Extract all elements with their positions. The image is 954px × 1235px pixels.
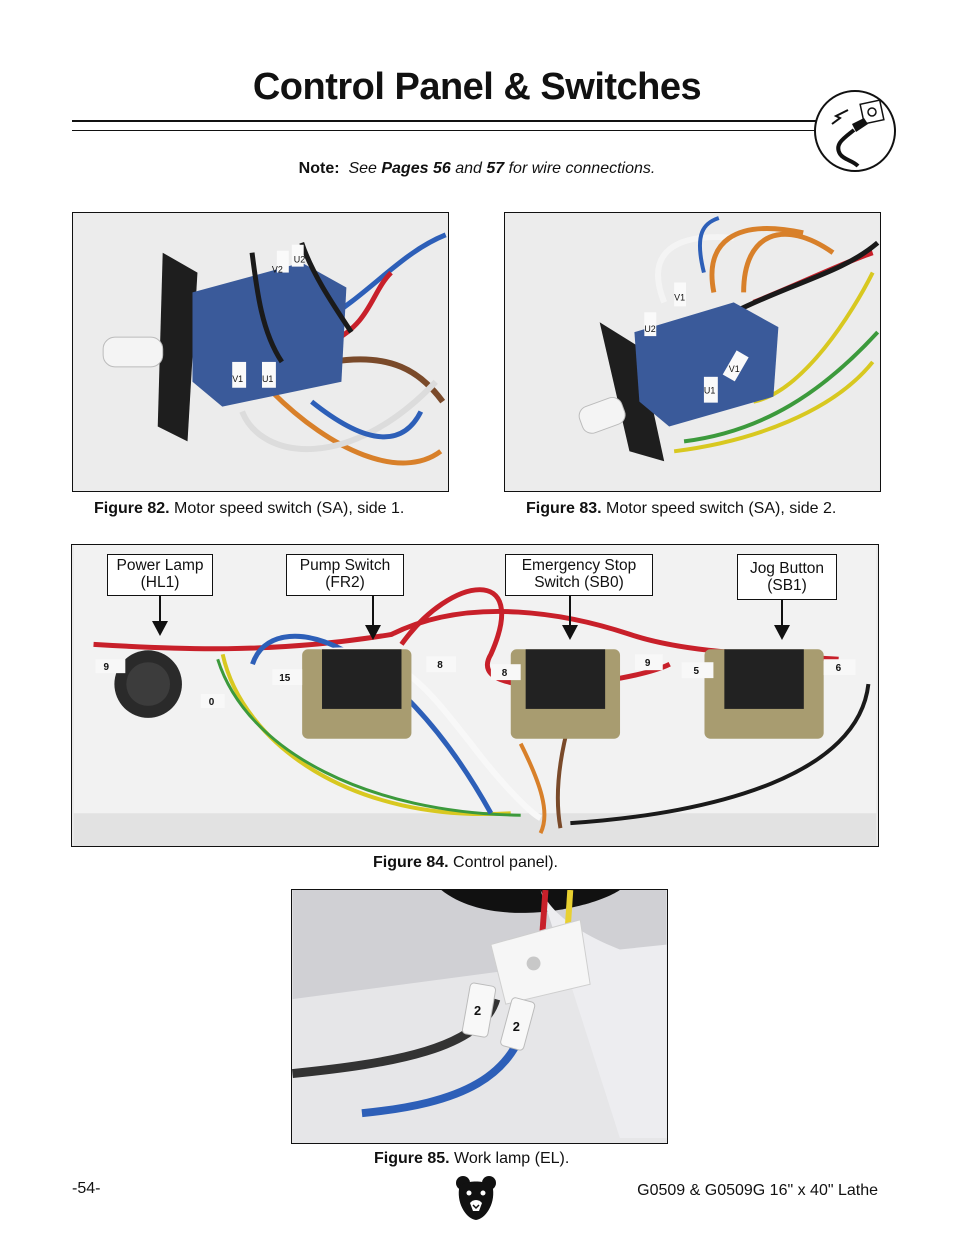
figure-82-photo: V2 U2 V1 U1	[72, 212, 449, 492]
note-see: See	[348, 160, 377, 177]
fig83-wire-label-u2: U2	[644, 324, 655, 334]
arrow-emergency-stop	[562, 596, 578, 640]
fig85-wire-label-2-b: 2	[513, 1019, 520, 1034]
fig84-wire-label-9-a: 9	[103, 662, 109, 673]
arrow-pump-switch	[365, 596, 381, 640]
figure-83-caption: Figure 83. Motor speed switch (SA), side…	[526, 500, 836, 518]
figure-85-photo: 2 2	[291, 889, 668, 1144]
fig83-wire-label-v1-a: V1	[674, 292, 685, 302]
fig85-wire-label-2-a: 2	[474, 1003, 481, 1018]
callout-pump-switch-line2: (FR2)	[325, 574, 365, 591]
fig82-wire-labels: V2 U2 V1 U1	[232, 255, 305, 384]
footer-model-title: G0509 & G0509G 16" x 40" Lathe	[637, 1182, 878, 1199]
figure-84-caption: Figure 84. Control panel).	[373, 854, 558, 872]
page-title: Control Panel & Switches	[252, 66, 702, 108]
title-rule-thin	[72, 130, 817, 131]
arrow-power-lamp	[152, 596, 168, 636]
fig84-wire-label-5: 5	[694, 666, 700, 677]
figure-85-number: Figure 85.	[374, 1150, 450, 1167]
figure-82-text: Motor speed switch (SA), side 1.	[174, 500, 405, 517]
wiring-note: Note: See Pages 56 and 57 for wire conne…	[0, 160, 954, 178]
fig84-wire-label-8-a: 8	[437, 660, 443, 671]
fig84-wire-label-0: 0	[209, 697, 215, 708]
callout-emergency-stop-line2: Switch (SB0)	[534, 574, 624, 591]
callout-pump-switch: Pump Switch (FR2)	[286, 554, 404, 596]
figure-83-photo: U2 V1 V1 U1	[504, 212, 881, 492]
fig84-wire-label-6: 6	[836, 663, 842, 674]
fig82-wire-label-u1: U1	[262, 374, 273, 384]
fig84-wire-label-8-b: 8	[502, 668, 508, 679]
electrical-plug-icon	[814, 90, 896, 172]
figure-82-caption: Figure 82. Motor speed switch (SA), side…	[94, 500, 404, 518]
fig83-wire-labels: U2 V1 V1 U1	[644, 292, 739, 395]
figure-82-number: Figure 82.	[94, 500, 170, 517]
note-label: Note:	[298, 160, 340, 177]
fig85-wire-labels: 2 2	[474, 1003, 520, 1034]
callout-jog-button: Jog Button (SB1)	[737, 554, 837, 600]
callout-power-lamp-line2: (HL1)	[140, 574, 180, 591]
callout-power-lamp-line1: Power Lamp	[116, 557, 204, 574]
fig82-wire-label-v1: V1	[232, 374, 243, 384]
figure-83-number: Figure 83.	[526, 500, 602, 517]
figure-83-text: Motor speed switch (SA), side 2.	[606, 500, 837, 517]
figure-85-caption: Figure 85. Work lamp (EL).	[374, 1150, 569, 1168]
fig84-wire-label-9-b: 9	[645, 658, 651, 669]
fig84-wire-labels: 9 0 15 8 8 9 5 6	[103, 658, 841, 708]
fig84-wire-label-15: 15	[279, 673, 291, 684]
title-rule-thick	[72, 120, 817, 122]
note-rest: for wire connections.	[508, 160, 656, 177]
figure-84-number: Figure 84.	[373, 854, 449, 871]
fig82-wire-label-v2: V2	[272, 265, 283, 275]
callout-jog-button-line2: (SB1)	[767, 577, 807, 594]
fig82-wire-label-u2: U2	[294, 255, 305, 265]
callout-jog-button-line1: Jog Button	[749, 560, 825, 577]
figure-85-text: Work lamp (EL).	[454, 1150, 570, 1167]
bear-logo-icon	[456, 1176, 496, 1220]
arrow-jog-button	[774, 600, 790, 640]
note-pages-a: Pages 56	[381, 160, 451, 177]
note-pages-b: 57	[486, 160, 505, 177]
callout-pump-switch-line1: Pump Switch	[299, 557, 391, 574]
figure-84-text: Control panel).	[453, 854, 558, 871]
callout-power-lamp: Power Lamp (HL1)	[107, 554, 213, 596]
callout-emergency-stop: Emergency Stop Switch (SB0)	[505, 554, 653, 596]
page-number: -54-	[72, 1180, 101, 1197]
fig83-wire-label-v1-b: V1	[729, 364, 740, 374]
fig83-wire-label-u1: U1	[704, 386, 715, 396]
note-and: and	[455, 160, 482, 177]
callout-emergency-stop-line1: Emergency Stop	[521, 557, 637, 574]
